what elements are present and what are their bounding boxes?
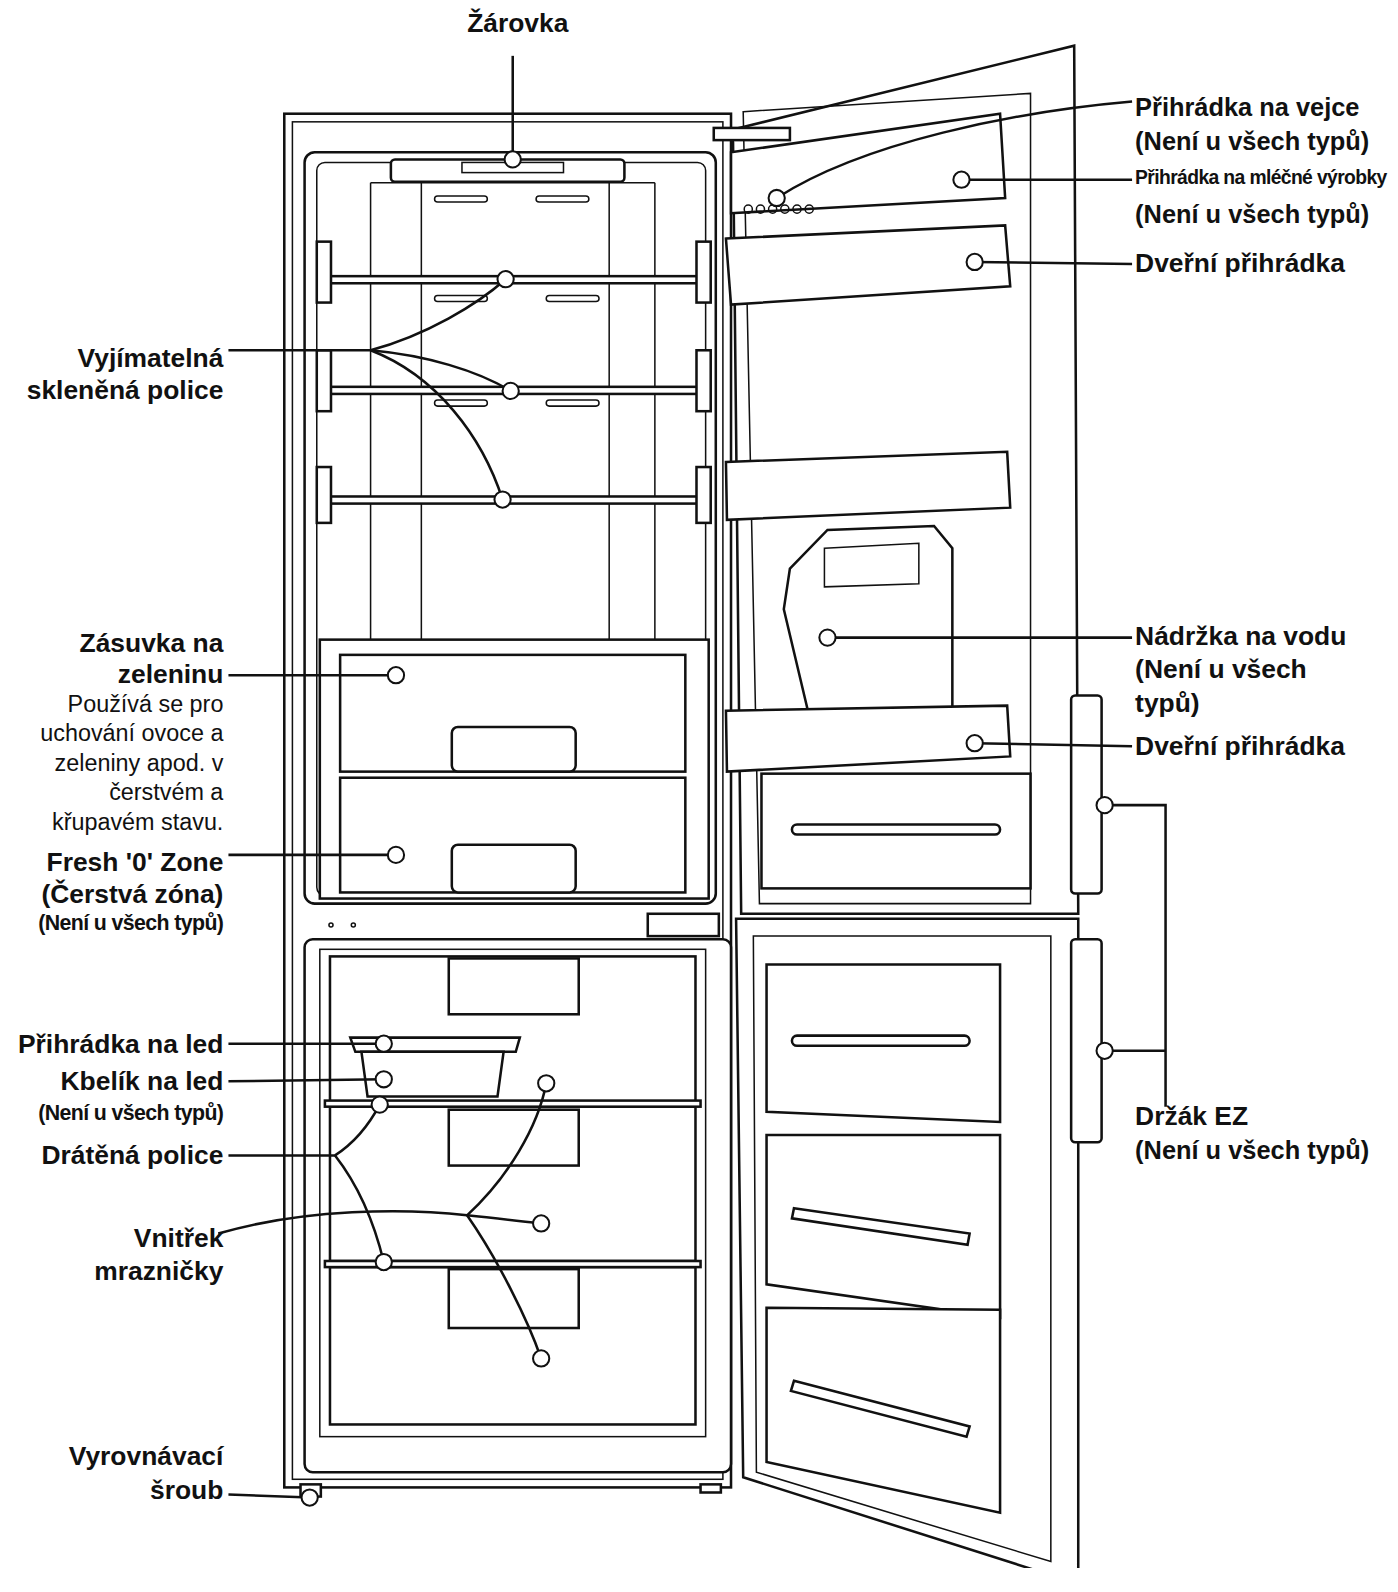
ez-handle	[1071, 695, 1101, 893]
fresh-zone-drawer	[340, 778, 685, 893]
part-label: (Není u všech typů)	[1135, 1135, 1398, 1165]
foot	[701, 1484, 721, 1492]
back-wall	[654, 183, 656, 640]
door-bin-lower	[761, 774, 1030, 889]
part-label: Vyjímatelná skleněná police	[5, 341, 223, 406]
cabinet-edge	[292, 122, 722, 1479]
freezer-drawers	[325, 956, 701, 1424]
part-label: Žárovka	[416, 8, 619, 39]
part-label: Fresh '0' Zone	[47, 847, 224, 878]
panel-handle	[792, 1208, 970, 1245]
part-label: Drátěná police	[41, 1139, 223, 1170]
part-label: (Není u všech typů)	[1135, 199, 1398, 229]
fridge-liner	[317, 162, 706, 895]
crisper-frame	[320, 640, 709, 899]
part-label: Kbelík na led	[61, 1066, 224, 1097]
freezer-door	[736, 919, 1078, 1568]
part-label: Dveřní přihrádka	[1135, 248, 1398, 279]
ez-handle	[1071, 939, 1101, 1142]
ice-bucket	[361, 1052, 503, 1097]
air-vents	[435, 196, 599, 406]
freezer-door-liner	[753, 936, 1050, 1561]
indicator	[329, 923, 333, 927]
callout-dots	[302, 151, 1113, 1505]
door-panel	[767, 965, 1001, 1122]
fridge-door	[723, 46, 1078, 914]
part-label: Nádržka na vodu (Není u všech typů)	[1135, 619, 1369, 720]
leader-lines	[218, 56, 1165, 1498]
door-bin	[726, 706, 1010, 772]
freezer-liner	[320, 949, 706, 1436]
part-label: Vyrovnávací šroub	[51, 1440, 224, 1507]
part-label: Používá se pro uchování ovoce a zeleniny…	[2, 689, 223, 836]
part-label: Vnitřek mrazničky	[71, 1221, 223, 1288]
indicator	[351, 923, 355, 927]
back-wall	[370, 183, 372, 640]
part-label: (Není u všech typů)	[38, 1100, 223, 1125]
door-panel	[767, 1135, 1001, 1318]
water-tank	[784, 526, 953, 729]
part-label: (Není u všech typů)	[1135, 126, 1398, 156]
fridge-compartment	[305, 152, 716, 903]
part-label: Držák EZ	[1135, 1101, 1379, 1132]
freezer-compartment	[305, 939, 731, 1472]
door-bin	[726, 452, 1010, 520]
glass-shelves	[317, 242, 711, 523]
part-label: Přihrádka na led	[18, 1028, 223, 1059]
panel-handle	[791, 1381, 970, 1437]
drawer-handle	[452, 845, 576, 893]
part-label: Zásuvka na zeleninu	[20, 627, 223, 690]
cabinet	[284, 114, 731, 1488]
door-bin	[726, 225, 1010, 304]
door-hinge	[714, 128, 790, 140]
back-wall	[421, 183, 423, 640]
part-label: Dveřní přihrádka	[1135, 731, 1398, 762]
part-label: Přihrádka na vejce	[1135, 91, 1398, 121]
door-panel	[767, 1308, 1001, 1513]
part-label: (Čerstvá zóna)	[41, 878, 223, 909]
panel-handle	[792, 1036, 970, 1046]
part-label: (Není u všech typů)	[38, 910, 223, 935]
control-panel	[648, 914, 719, 936]
vegetable-drawer	[340, 655, 685, 772]
drawer-handle	[452, 727, 576, 772]
back-wall	[608, 183, 610, 640]
water-tank-lid	[824, 543, 918, 587]
bin-handle	[792, 824, 1000, 834]
part-label: Přihrádka na mléčné výrobky	[1135, 165, 1398, 188]
